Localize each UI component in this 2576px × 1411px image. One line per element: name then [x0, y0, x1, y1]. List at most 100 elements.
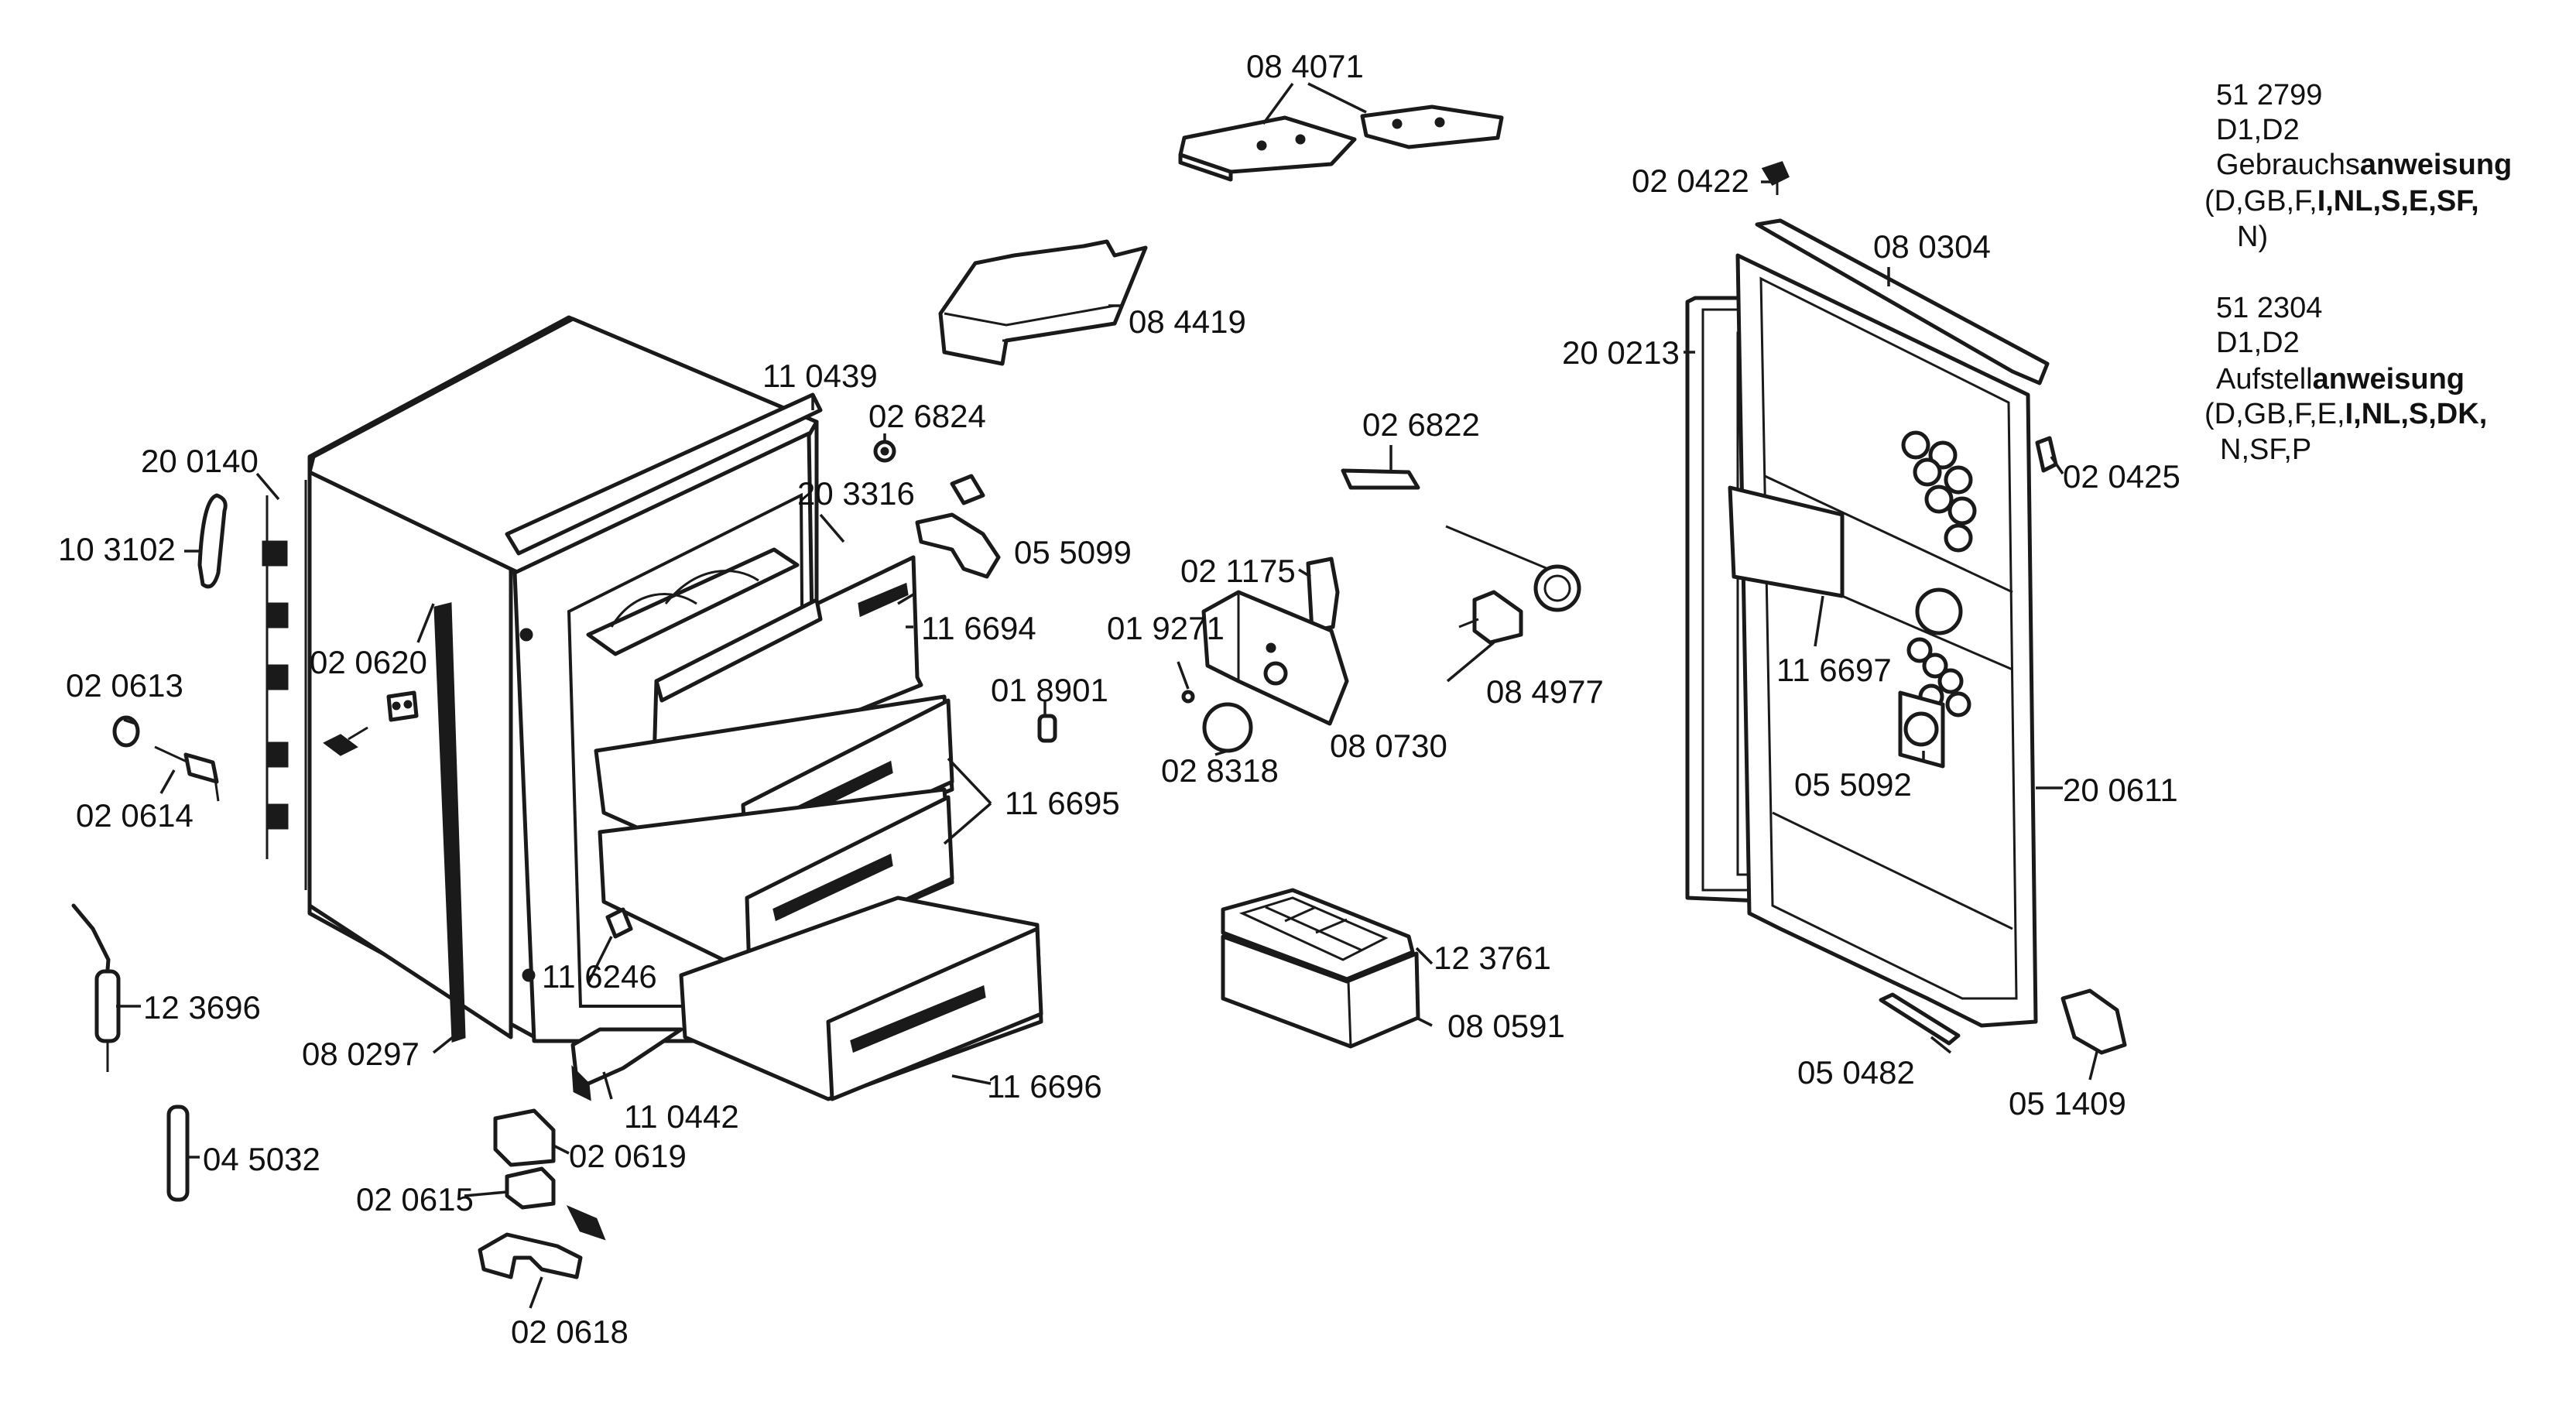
label-05-5092: 05 5092 [1794, 766, 1912, 803]
lever-05-5099 [915, 512, 1001, 579]
block-02-0619 [493, 1108, 556, 1167]
drawer-11-6695-lower [598, 787, 954, 974]
pin-04-5032 [166, 1104, 190, 1202]
label-08-4977: 08 4977 [1486, 673, 1604, 710]
block-02-0615 [505, 1166, 556, 1210]
plate-02-0620 [386, 690, 419, 722]
note1-document-suffix: anweisung [2360, 149, 2512, 181]
label-08-0730: 08 0730 [1330, 728, 1447, 764]
label-11-6246: 11 6246 [542, 958, 657, 995]
label-20-3316: 20 3316 [797, 475, 915, 512]
drawer-11-6696 [679, 896, 1043, 1101]
label-08-0297: 08 0297 [302, 1036, 420, 1072]
hinge-05-1409 [2060, 988, 2127, 1055]
note1-languages-end: N) [2237, 221, 2268, 253]
label-11-6695: 11 6695 [1005, 785, 1120, 821]
label-11-0442: 11 0442 [624, 1098, 739, 1135]
label-01-8901: 01 8901 [991, 672, 1108, 708]
label-20-0213: 20 0213 [1562, 334, 1680, 371]
drawer-runner [605, 907, 633, 939]
label-02-0618: 02 0618 [511, 1313, 629, 1350]
bracket-20-3316 [950, 474, 985, 505]
plug-01-8901 [1037, 714, 1057, 743]
label-20-0611: 20 0611 [2063, 772, 2178, 808]
label-01-9271: 01 9271 [1107, 610, 1225, 646]
clamp-02-0618 [478, 1232, 583, 1279]
tube-10-3102 [197, 493, 228, 589]
label-04-5032: 04 5032 [203, 1141, 320, 1177]
thermostat-08-4977 [1445, 525, 1581, 645]
label-02-0619: 02 0619 [569, 1138, 687, 1174]
label-10-3102: 10 3102 [58, 531, 176, 567]
note2-part-number: 51 2304 [2216, 292, 2322, 324]
note2-document-suffix: anweisung [2313, 363, 2465, 396]
screw-left [323, 726, 368, 756]
note2-models: D1,D2 [2216, 327, 2300, 359]
label-05-1409: 05 1409 [2009, 1085, 2126, 1122]
note1-languages: (D,GB,F,I,NL,S,E,SF, [2204, 185, 2479, 217]
note1-part-number: 51 2799 [2216, 79, 2322, 111]
clip-02-0425 [2035, 436, 2058, 473]
note1-document-prefix: Gebrauchs [2216, 149, 2360, 181]
label-11-6697: 11 6697 [1776, 652, 1892, 688]
spindle-02-0614 [154, 745, 220, 802]
bracket-11-0442 [570, 1027, 683, 1101]
label-02-0614: 02 0614 [76, 797, 194, 834]
label-08-4071: 08 4071 [1246, 48, 1364, 84]
label-02-8318: 02 8318 [1161, 752, 1279, 789]
sensor-12-3696 [71, 903, 121, 1072]
note2-languages-plain: (D,GB,F,E, [2204, 398, 2345, 430]
drawer-11-6694 [652, 555, 923, 784]
documentation-note-1: 51 2799 D1,D2 Gebrauchsanweisung (D,GB,F… [2204, 79, 2512, 253]
label-02-1175: 02 1175 [1180, 553, 1296, 589]
label-08-0591: 08 0591 [1447, 1008, 1565, 1044]
note2-document-prefix: Aufstell [2216, 363, 2313, 396]
label-02-0615: 02 0615 [356, 1181, 474, 1218]
bracket-05-0482 [1879, 992, 1961, 1046]
label-12-3696: 12 3696 [143, 989, 261, 1026]
label-12-3761: 12 3761 [1434, 940, 1551, 976]
leader-lines [116, 82, 2099, 1309]
label-02-0613: 02 0613 [66, 667, 183, 704]
note2-languages-end: N,SF,P [2220, 433, 2311, 466]
part-labels: 08 4071 08 4419 11 0439 02 6824 20 3316 … [58, 48, 2180, 1350]
note1-document: Gebrauchsanweisung [2216, 149, 2512, 181]
label-02-6824: 02 6824 [868, 398, 986, 434]
knob-02-6824 [873, 440, 896, 463]
strip-02-6822 [1341, 468, 1420, 490]
documentation-note-2: 51 2304 D1,D2 Aufstellanweisung (D,GB,F,… [2204, 292, 2487, 466]
door-strip-08-0304 [1755, 218, 2050, 385]
condenser-grid [262, 540, 289, 830]
label-08-0304: 08 0304 [1873, 228, 1991, 265]
ice-tray-12-3761 [1221, 888, 1415, 981]
note2-document: Aufstellanweisung [2216, 363, 2465, 396]
label-11-0439: 11 0439 [762, 358, 878, 394]
hinge-plates [1178, 104, 1504, 182]
note1-languages-bold: I,NL,S,E,SF, [2317, 185, 2479, 217]
top-cover-panel [938, 239, 1148, 366]
label-02-0422: 02 0422 [1632, 163, 1749, 199]
door-panel-20-0611 [1728, 253, 2038, 1028]
note2-languages-bold: I,NL,S,DK, [2345, 398, 2488, 430]
cylinder-02-0613 [112, 715, 140, 748]
label-20-0140: 20 0140 [141, 443, 259, 479]
label-05-5099: 05 5099 [1014, 534, 1132, 570]
note2-languages: (D,GB,F,E,I,NL,S,DK, [2204, 398, 2487, 430]
label-02-6822: 02 6822 [1362, 406, 1480, 443]
knob-02-8318 [1202, 702, 1253, 753]
label-08-4419: 08 4419 [1129, 303, 1246, 340]
screw-02-0615 [566, 1205, 606, 1241]
control-box-08-0730 [1201, 590, 1349, 726]
label-11-6696: 11 6696 [987, 1068, 1102, 1104]
pin-01-9271 [1181, 690, 1195, 704]
label-02-0425: 02 0425 [2063, 458, 2180, 495]
label-05-0482: 05 0482 [1797, 1054, 1915, 1091]
screw-02-0422 [1761, 161, 1790, 195]
wire-shelf [586, 547, 800, 656]
label-11-6694: 11 6694 [921, 610, 1036, 646]
label-02-0620: 02 0620 [310, 644, 427, 680]
clip-02-1175 [1306, 557, 1340, 633]
note1-languages-plain: (D,GB,F, [2204, 185, 2317, 217]
note1-models: D1,D2 [2216, 114, 2300, 146]
